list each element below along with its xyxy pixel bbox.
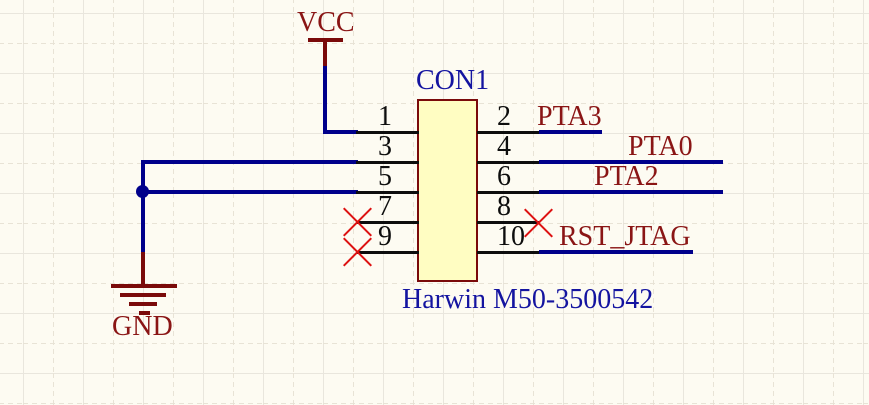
component-body[interactable] bbox=[417, 99, 478, 282]
vcc-power-port-label[interactable]: VCC bbox=[297, 7, 355, 38]
pin-number-3: 3 bbox=[378, 131, 392, 162]
no-connect-x-icon-pin9[interactable] bbox=[343, 238, 371, 266]
pin-2[interactable] bbox=[477, 131, 539, 134]
vcc-stem-icon[interactable] bbox=[323, 40, 327, 67]
pin-5[interactable] bbox=[356, 191, 419, 194]
pin-1[interactable] bbox=[356, 131, 419, 134]
gnd-bar1-icon[interactable] bbox=[111, 284, 177, 288]
pin-4[interactable] bbox=[477, 161, 539, 164]
wire-junction-dot bbox=[136, 185, 149, 198]
net-label-pta0[interactable]: PTA0 bbox=[628, 131, 693, 162]
wire-vcc-to-pin1[interactable] bbox=[323, 130, 358, 134]
net-label-pta3[interactable]: PTA3 bbox=[537, 101, 602, 132]
wire-pin3[interactable] bbox=[141, 160, 358, 164]
pin-number-10: 10 bbox=[497, 221, 525, 252]
wire-pin6-pta2[interactable] bbox=[539, 190, 723, 194]
pin-7[interactable] bbox=[356, 221, 419, 224]
pin-number-8: 8 bbox=[497, 191, 511, 222]
pin-8[interactable] bbox=[477, 221, 539, 224]
pin-10[interactable] bbox=[477, 251, 539, 254]
pin-3[interactable] bbox=[356, 161, 419, 164]
no-connect-x-icon-pin7[interactable] bbox=[343, 208, 371, 236]
component-part-number[interactable]: Harwin M50-3500542 bbox=[402, 284, 654, 315]
gnd-stem-icon[interactable] bbox=[141, 252, 145, 286]
gnd-bar4-icon[interactable] bbox=[139, 311, 150, 315]
net-label-pta2[interactable]: PTA2 bbox=[594, 161, 659, 192]
pin-number-7: 7 bbox=[378, 191, 392, 222]
component-designator[interactable]: CON1 bbox=[416, 65, 490, 96]
wire-pin2-pta3[interactable] bbox=[539, 130, 602, 134]
pin-number-9: 9 bbox=[378, 221, 392, 252]
wire-gnd-vertical[interactable] bbox=[141, 160, 145, 254]
pin-number-1: 1 bbox=[378, 101, 392, 132]
wire-vcc-vertical[interactable] bbox=[323, 66, 327, 134]
pin-9[interactable] bbox=[356, 251, 419, 254]
gnd-bar3-icon[interactable] bbox=[129, 302, 157, 306]
no-connect-x-icon-pin8[interactable] bbox=[524, 209, 552, 237]
pin-number-2: 2 bbox=[497, 101, 511, 132]
pin-number-5: 5 bbox=[378, 161, 392, 192]
wire-pin5[interactable] bbox=[141, 190, 358, 194]
net-label-rst-jtag[interactable]: RST_JTAG bbox=[559, 221, 691, 252]
wire-pin4-pta0[interactable] bbox=[539, 160, 723, 164]
pin-6[interactable] bbox=[477, 191, 539, 194]
wire-pin10-rstjtag[interactable] bbox=[539, 250, 693, 254]
pin-number-4: 4 bbox=[497, 131, 511, 162]
pin-number-6: 6 bbox=[497, 161, 511, 192]
gnd-power-port-label[interactable]: GND bbox=[112, 311, 173, 342]
gnd-bar2-icon[interactable] bbox=[120, 293, 166, 297]
